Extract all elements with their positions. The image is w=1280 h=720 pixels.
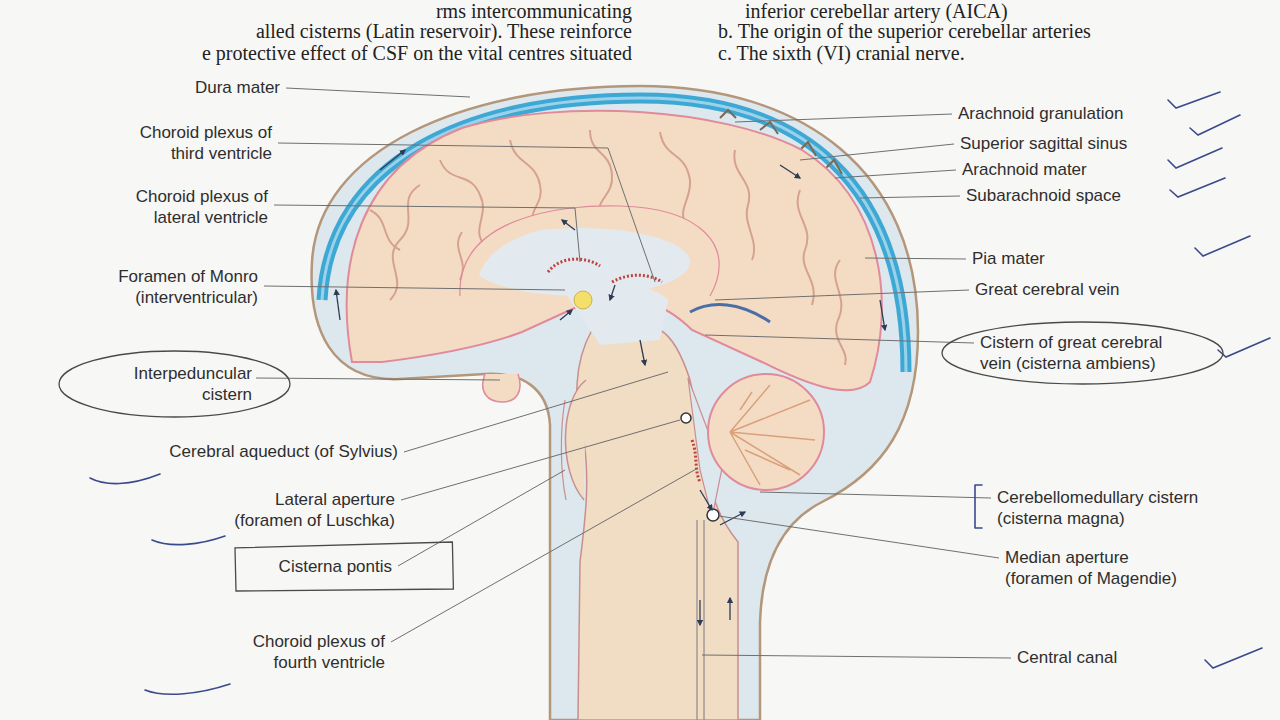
book-text: c. The sixth (VI) cranial nerve.: [718, 42, 965, 64]
part-label: Arachnoid granulation: [958, 103, 1123, 124]
cistern-label: Cisterna pontis: [279, 556, 392, 577]
part-label: Choroid plexus of fourth ventricle: [233, 631, 385, 673]
cistern-label: Interpeduncular cistern: [117, 363, 252, 405]
part-label: Subarachnoid space: [966, 185, 1121, 206]
part-label: Central canal: [1017, 647, 1117, 668]
pen-mark: [235, 542, 453, 591]
book-text: rms intercommunicating: [436, 0, 632, 22]
book-text: e protective effect of CSF on the vital …: [202, 42, 632, 64]
cistern-label: Cistern of great cerebral vein (cisterna…: [980, 332, 1185, 374]
book-text: b. The origin of the superior cerebellar…: [718, 20, 1091, 42]
part-label: Dura mater: [195, 77, 280, 98]
part-label: Lateral aperture (foramen of Luschka): [223, 489, 395, 531]
book-text: alled cisterns (Latin reservoir). These …: [256, 20, 632, 42]
part-label: Superior sagittal sinus: [960, 133, 1127, 154]
part-label: Median aperture (foramen of Magendie): [1005, 547, 1187, 589]
part-label: Great cerebral vein: [975, 279, 1120, 300]
part-label: Cerebellomedullary cistern (cisterna mag…: [997, 487, 1215, 529]
pen-mark: [59, 351, 290, 417]
part-label: Cerebral aqueduct (of Sylvius): [169, 441, 398, 462]
pen-mark: [942, 322, 1223, 384]
part-label: Choroid plexus of third ventricle: [120, 122, 272, 164]
part-label: Choroid plexus of lateral ventricle: [116, 186, 268, 228]
part-label: Arachnoid mater: [962, 159, 1087, 180]
pen-outline: [940, 320, 1225, 386]
pen-outline: [57, 349, 292, 419]
part-label: Pia mater: [972, 248, 1045, 269]
pen-box: Cisterna pontis: [232, 540, 455, 593]
book-text: inferior cerebellar artery (AICA): [745, 0, 1008, 22]
pen-ellipse: Cistern of great cerebral vein (cisterna…: [940, 320, 1225, 386]
pen-ellipse: Interpeduncular cistern: [57, 349, 292, 419]
part-label: Foramen of Monro (interventricular): [98, 266, 258, 308]
